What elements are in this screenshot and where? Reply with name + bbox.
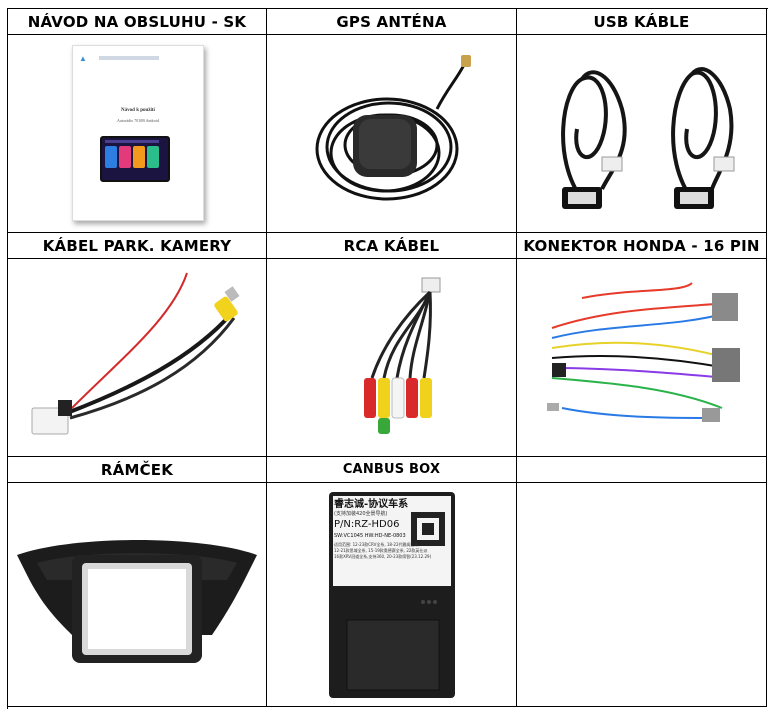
canbus-compat-2: 12-21款思域全系, 15-19款奥德赛全系, 22款英仕派 — [334, 548, 428, 553]
canbus-box-icon — [328, 491, 455, 698]
rca-cable-image — [267, 259, 517, 457]
header-frame: RÁMČEK — [8, 457, 267, 483]
header-usb-cables: USB KÁBLE — [517, 9, 767, 35]
header-canbus-box: CANBUS BOX — [267, 457, 517, 483]
gps-antenna-image — [267, 35, 517, 233]
manual-subtitle: Autorádio 7010B Android — [117, 118, 159, 123]
header-empty — [517, 457, 767, 483]
gps-antenna-icon — [315, 54, 471, 200]
manual-title: Návod k použití — [121, 108, 155, 113]
canbus-part-number: P/N:RZ-HD06 — [334, 519, 400, 530]
header-camera-cable: KÁBEL PARK. KAMERY — [8, 233, 267, 259]
camera-cable-image — [8, 259, 267, 457]
wiring-harness-icon — [546, 281, 740, 422]
canbus-box-image: 睿志诚-协议车系 (支持加装420全景导航) P/N:RZ-HD06 SW:VC… — [267, 483, 517, 707]
honda-connector-image — [517, 259, 767, 457]
canbus-compat-1: 适用范围: 12-23款CRV全系, 18-22代雅阁全系, — [334, 542, 420, 547]
canbus-compat-3: 16款XRV冠道全系,支持360, 20-23款缤智(23.12.29) — [334, 554, 432, 559]
manual-image: ▲ Návod k použití Autorádio 7010B Androi… — [8, 35, 267, 233]
header-honda-connector: KONEKTOR HONDA - 16 PIN — [517, 233, 767, 259]
canbus-note: (支持加装420全景导航) — [334, 511, 388, 517]
accessories-table: NÁVOD NA OBSLUHU - SK GPS ANTÉNA USB KÁB… — [7, 8, 768, 709]
usb-cables-image — [517, 35, 767, 233]
frame-image — [8, 483, 267, 707]
header-rca-cable: RCA KÁBEL — [267, 233, 517, 259]
empty-cell — [517, 483, 767, 707]
manual-booklet: ▲ Návod k použití Autorádio 7010B Androi… — [72, 45, 204, 221]
camera-cable-icon — [31, 272, 240, 434]
manual-header-strip — [99, 56, 159, 60]
usb-cable-icon — [560, 66, 734, 209]
brand-logo-icon: ▲ — [79, 54, 87, 63]
header-gps-antenna: GPS ANTÉNA — [267, 9, 517, 35]
canbus-sw-hw: SW:VC1045 HW:HD-NE-0803 — [334, 533, 406, 539]
dash-frame-icon — [17, 539, 257, 663]
radio-screen-illustration — [100, 136, 170, 182]
header-manual: NÁVOD NA OBSLUHU - SK — [8, 9, 267, 35]
canbus-brand: 睿志诚-协议车系 — [334, 499, 409, 510]
rca-cable-icon — [363, 277, 440, 434]
